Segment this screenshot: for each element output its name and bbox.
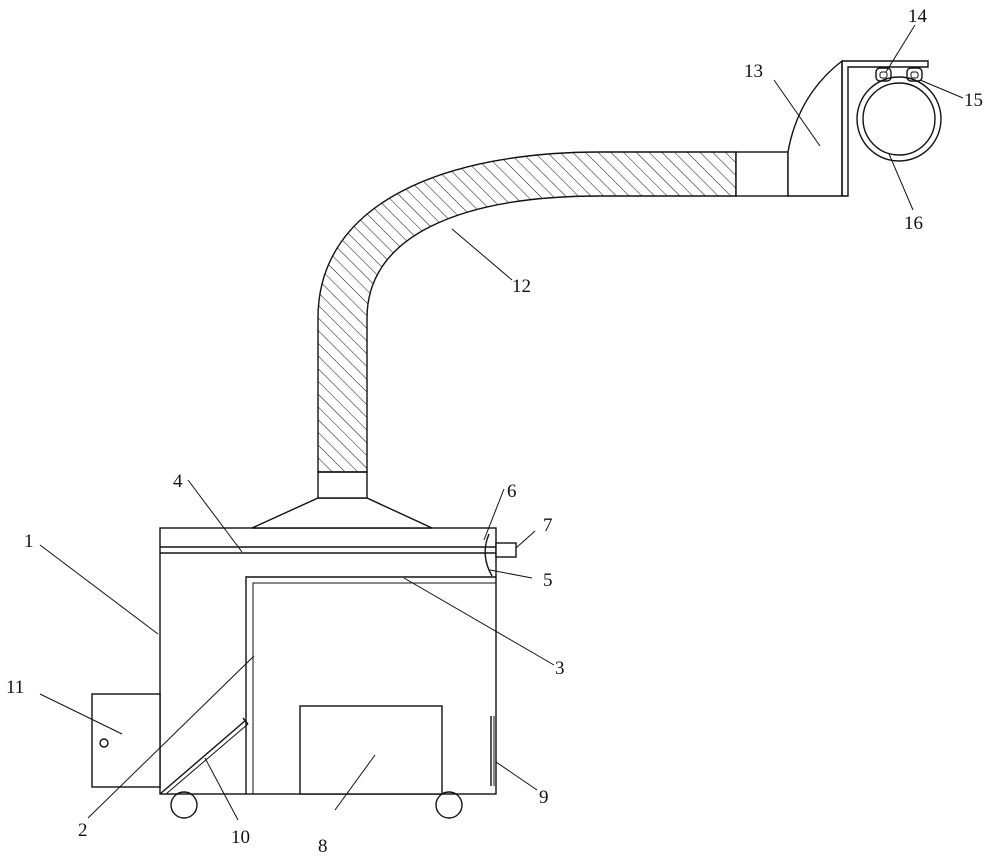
label-5: 5 (543, 570, 553, 591)
seal-arc (484, 533, 493, 577)
label-9: 9 (539, 787, 549, 808)
clamp-hooks (875, 67, 923, 82)
collection-box (299, 705, 443, 795)
label-1: 1 (24, 531, 34, 552)
inner-chamber-inner-wall (252, 582, 496, 794)
hose (317, 151, 737, 473)
hopper-cone (251, 497, 433, 529)
suction-hood (787, 59, 843, 197)
leader-lines (39, 24, 964, 821)
label-4: 4 (173, 471, 183, 492)
control-box (91, 693, 161, 788)
baffle-top (242, 717, 249, 725)
label-7: 7 (543, 515, 553, 536)
wheel-left (170, 791, 198, 819)
mounting-plate (842, 60, 929, 197)
label-14: 14 (908, 6, 928, 27)
mounting-ring-outer (856, 76, 942, 162)
inclined-baffle-inner (165, 723, 249, 795)
control-knob (99, 738, 109, 748)
label-2: 2 (78, 820, 88, 841)
mounting-ring-inner (862, 82, 936, 156)
wheel-right (435, 791, 463, 819)
inclined-baffle (159, 719, 247, 795)
label-10: 10 (231, 827, 250, 848)
label-15: 15 (964, 90, 983, 111)
label-3: 3 (555, 658, 565, 679)
label-16: 16 (904, 213, 923, 234)
label-6: 6 (507, 481, 517, 502)
label-13: 13 (744, 61, 763, 82)
label-8: 8 (318, 836, 328, 857)
hose-end-connector (735, 151, 789, 197)
label-12: 12 (512, 276, 531, 297)
side-handle (495, 542, 517, 558)
hose-collar (317, 471, 368, 499)
label-11: 11 (6, 677, 24, 698)
